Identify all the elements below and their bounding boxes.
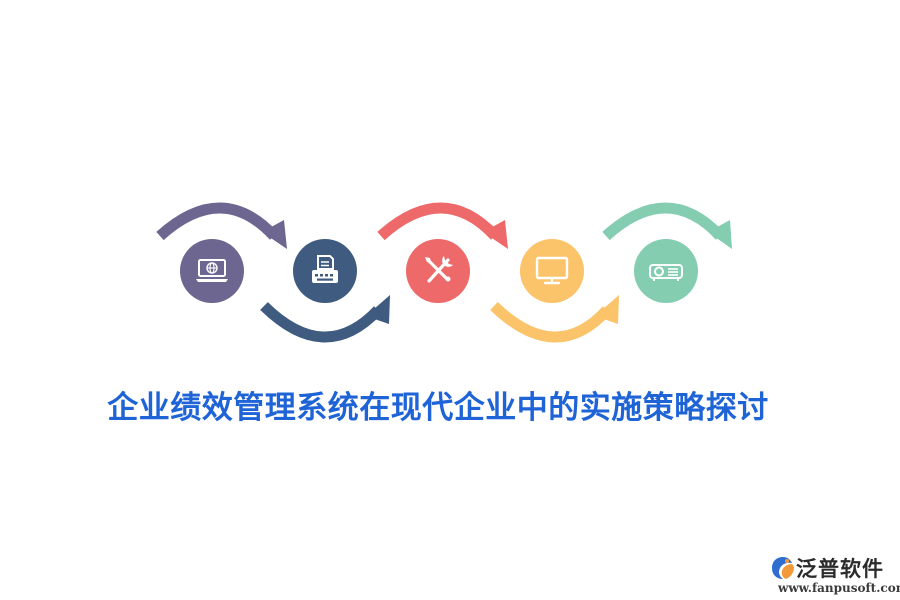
arrow-2-bottom [260, 295, 390, 343]
arrow-4-head [595, 295, 619, 324]
step-1-circle [180, 239, 244, 303]
tools-icon [425, 256, 453, 283]
brand-url: www.fanpusoft.com [778, 581, 900, 595]
laptop-globe-icon [196, 259, 228, 282]
arrow-1-shaft [156, 202, 279, 241]
arrow-3-top [377, 202, 508, 249]
arrow-3-shaft [377, 202, 500, 241]
arrow-5-top [602, 202, 732, 249]
monitor-icon [535, 256, 569, 285]
arrow-2-shaft [260, 302, 382, 343]
arrow-2-head [366, 295, 390, 324]
arrow-1-head [262, 220, 287, 249]
brand-logo: 泛普软件 www.fanpusoft.com [770, 553, 900, 597]
diagram-title: 企业绩效管理系统在现代企业中的实施策略探讨 [107, 390, 769, 426]
step-3-circle [406, 239, 470, 303]
arrow-5-shaft [602, 202, 725, 241]
projector-icon [649, 264, 683, 281]
arrow-4-shaft [490, 302, 612, 343]
arrow-4-bottom [490, 295, 619, 343]
arrow-5-head [708, 220, 732, 249]
arrow-1-top [156, 202, 287, 249]
step-5-circle [634, 239, 698, 303]
brand-name: 泛普软件 [796, 557, 884, 581]
typewriter-icon [312, 255, 338, 283]
arrow-3-head [483, 220, 508, 249]
step-4-circle [520, 239, 584, 303]
step-2-circle [293, 239, 357, 303]
fanpu-logo-mark-icon [772, 557, 794, 579]
